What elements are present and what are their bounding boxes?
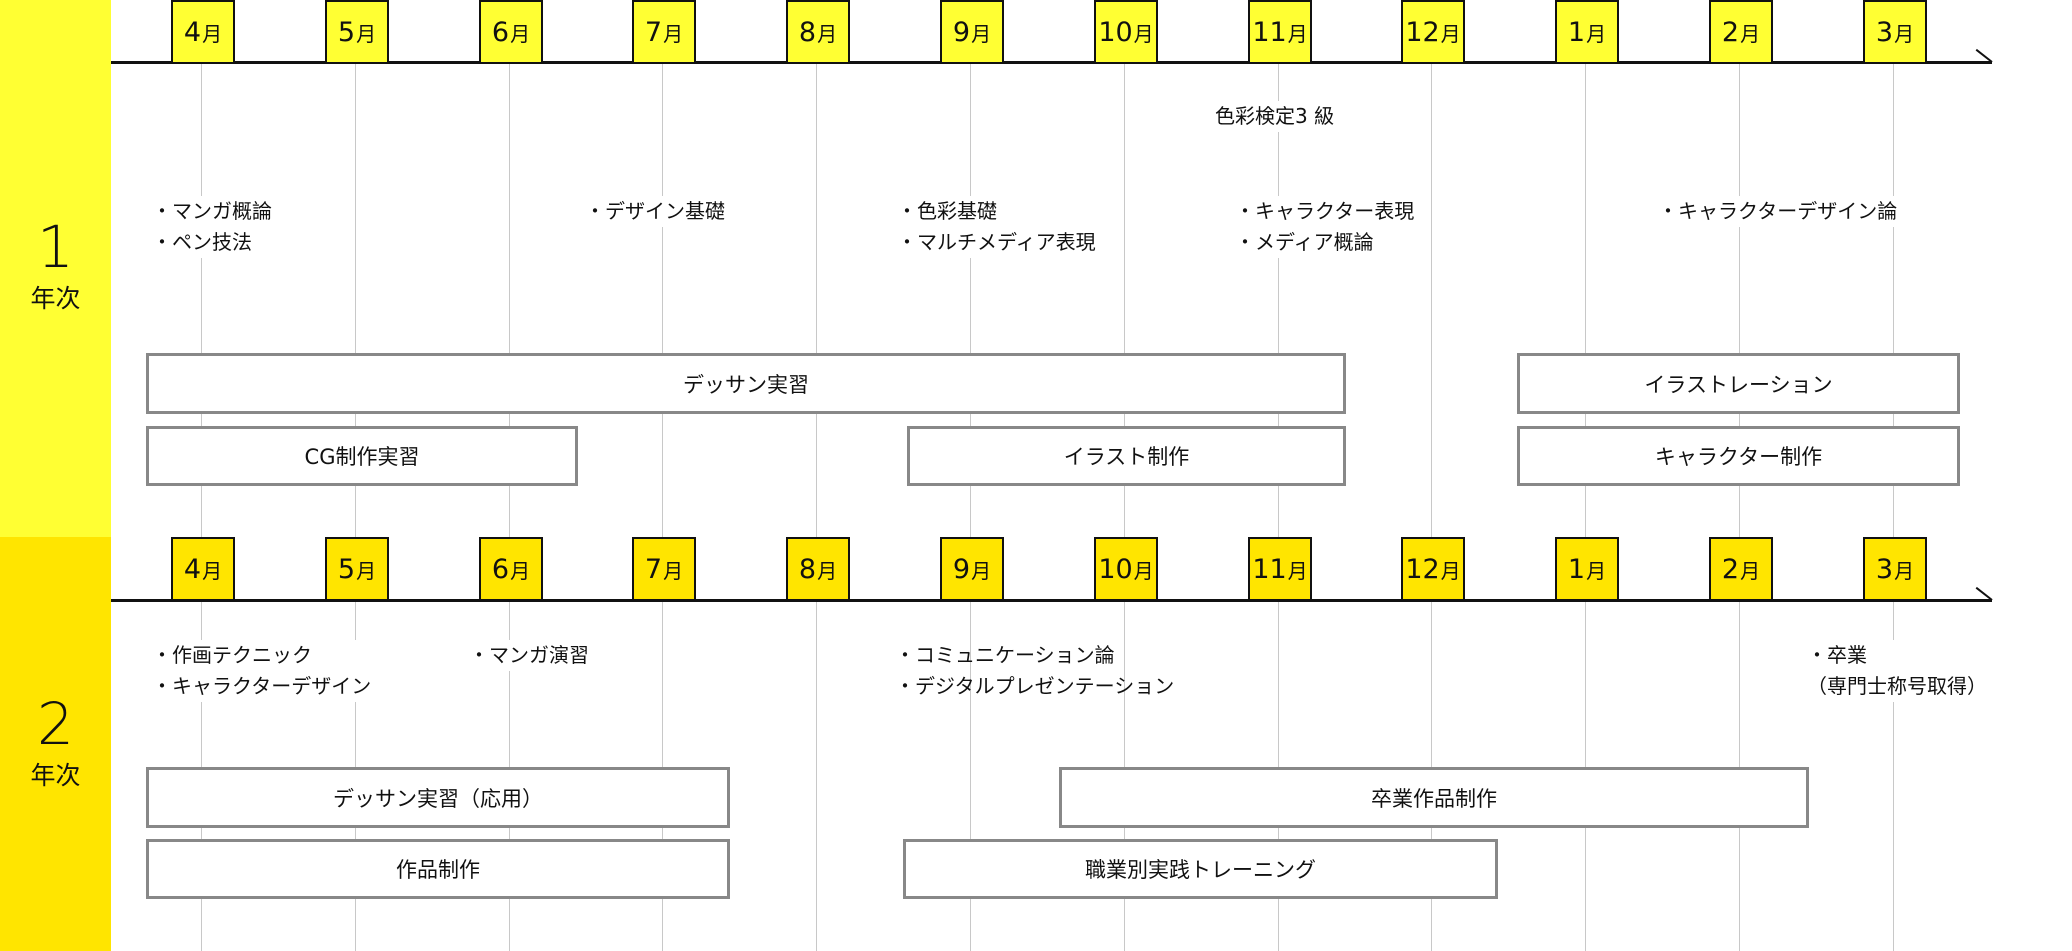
course-note: ・作画テクニック ・キャラクターデザイン	[152, 640, 372, 702]
course-note: ・コミュニケーション論 ・デジタルプレゼンテーション	[895, 643, 1175, 698]
course-bar: 卒業作品制作	[1059, 767, 1809, 828]
gridline-dec-y1	[1431, 62, 1432, 537]
course-note: ・デザイン基礎	[585, 196, 725, 227]
gridline-may-y1	[355, 62, 356, 537]
course-bar: デッサン実習	[146, 353, 1346, 414]
course-bar: デッサン実習（応用）	[146, 767, 730, 828]
gridline-sep-y1	[970, 62, 971, 537]
course-note: ・キャラクターデザイン論	[1658, 196, 1898, 227]
gridline-aug-y2	[816, 600, 817, 951]
course-bar: イラストレーション	[1517, 353, 1960, 414]
gridline-jul-y1	[662, 62, 663, 537]
course-bar: 作品制作	[146, 839, 730, 899]
gridline-mar-y2	[1893, 600, 1894, 951]
year1-number: 1	[37, 213, 74, 281]
gridline-sep-y2	[970, 600, 971, 951]
course-bar: 職業別実践トレーニング	[903, 839, 1498, 899]
course-note: ・キャラクター表現 ・メディア概論	[1235, 196, 1415, 258]
gridline-jan-y1	[1585, 62, 1586, 537]
course-note: ・マンガ演習	[469, 640, 589, 671]
course-bar: イラスト制作	[907, 426, 1346, 486]
course-bar: CG制作実習	[146, 426, 578, 486]
graduation-note: ・卒業 （専門士称号取得）	[1807, 640, 1987, 702]
year2-suffix: 年次	[30, 761, 81, 790]
certification-note: 色彩検定3 級	[1215, 101, 1335, 132]
gridline-apr-y1	[201, 62, 202, 537]
timeline-axis-y1	[111, 61, 1992, 64]
gridline-nov-y1	[1278, 62, 1279, 537]
course-note: ・マンガ概論 ・ペン技法	[152, 196, 272, 258]
gridline-jun-y1	[509, 62, 510, 537]
gridline-oct-y1	[1124, 62, 1125, 537]
gridline-feb-y1	[1739, 62, 1740, 537]
timeline-axis-y2	[111, 599, 1992, 602]
year2-band	[0, 537, 111, 951]
gridline-mar-y1	[1893, 62, 1894, 537]
year1-suffix: 年次	[30, 284, 81, 313]
course-note: ・色彩基礎 ・マルチメディア表現	[897, 196, 1096, 258]
year2-number: 2	[37, 690, 74, 758]
year1-band	[0, 0, 111, 537]
gridline-aug-y1	[816, 62, 817, 537]
course-bar: キャラクター制作	[1517, 426, 1960, 486]
